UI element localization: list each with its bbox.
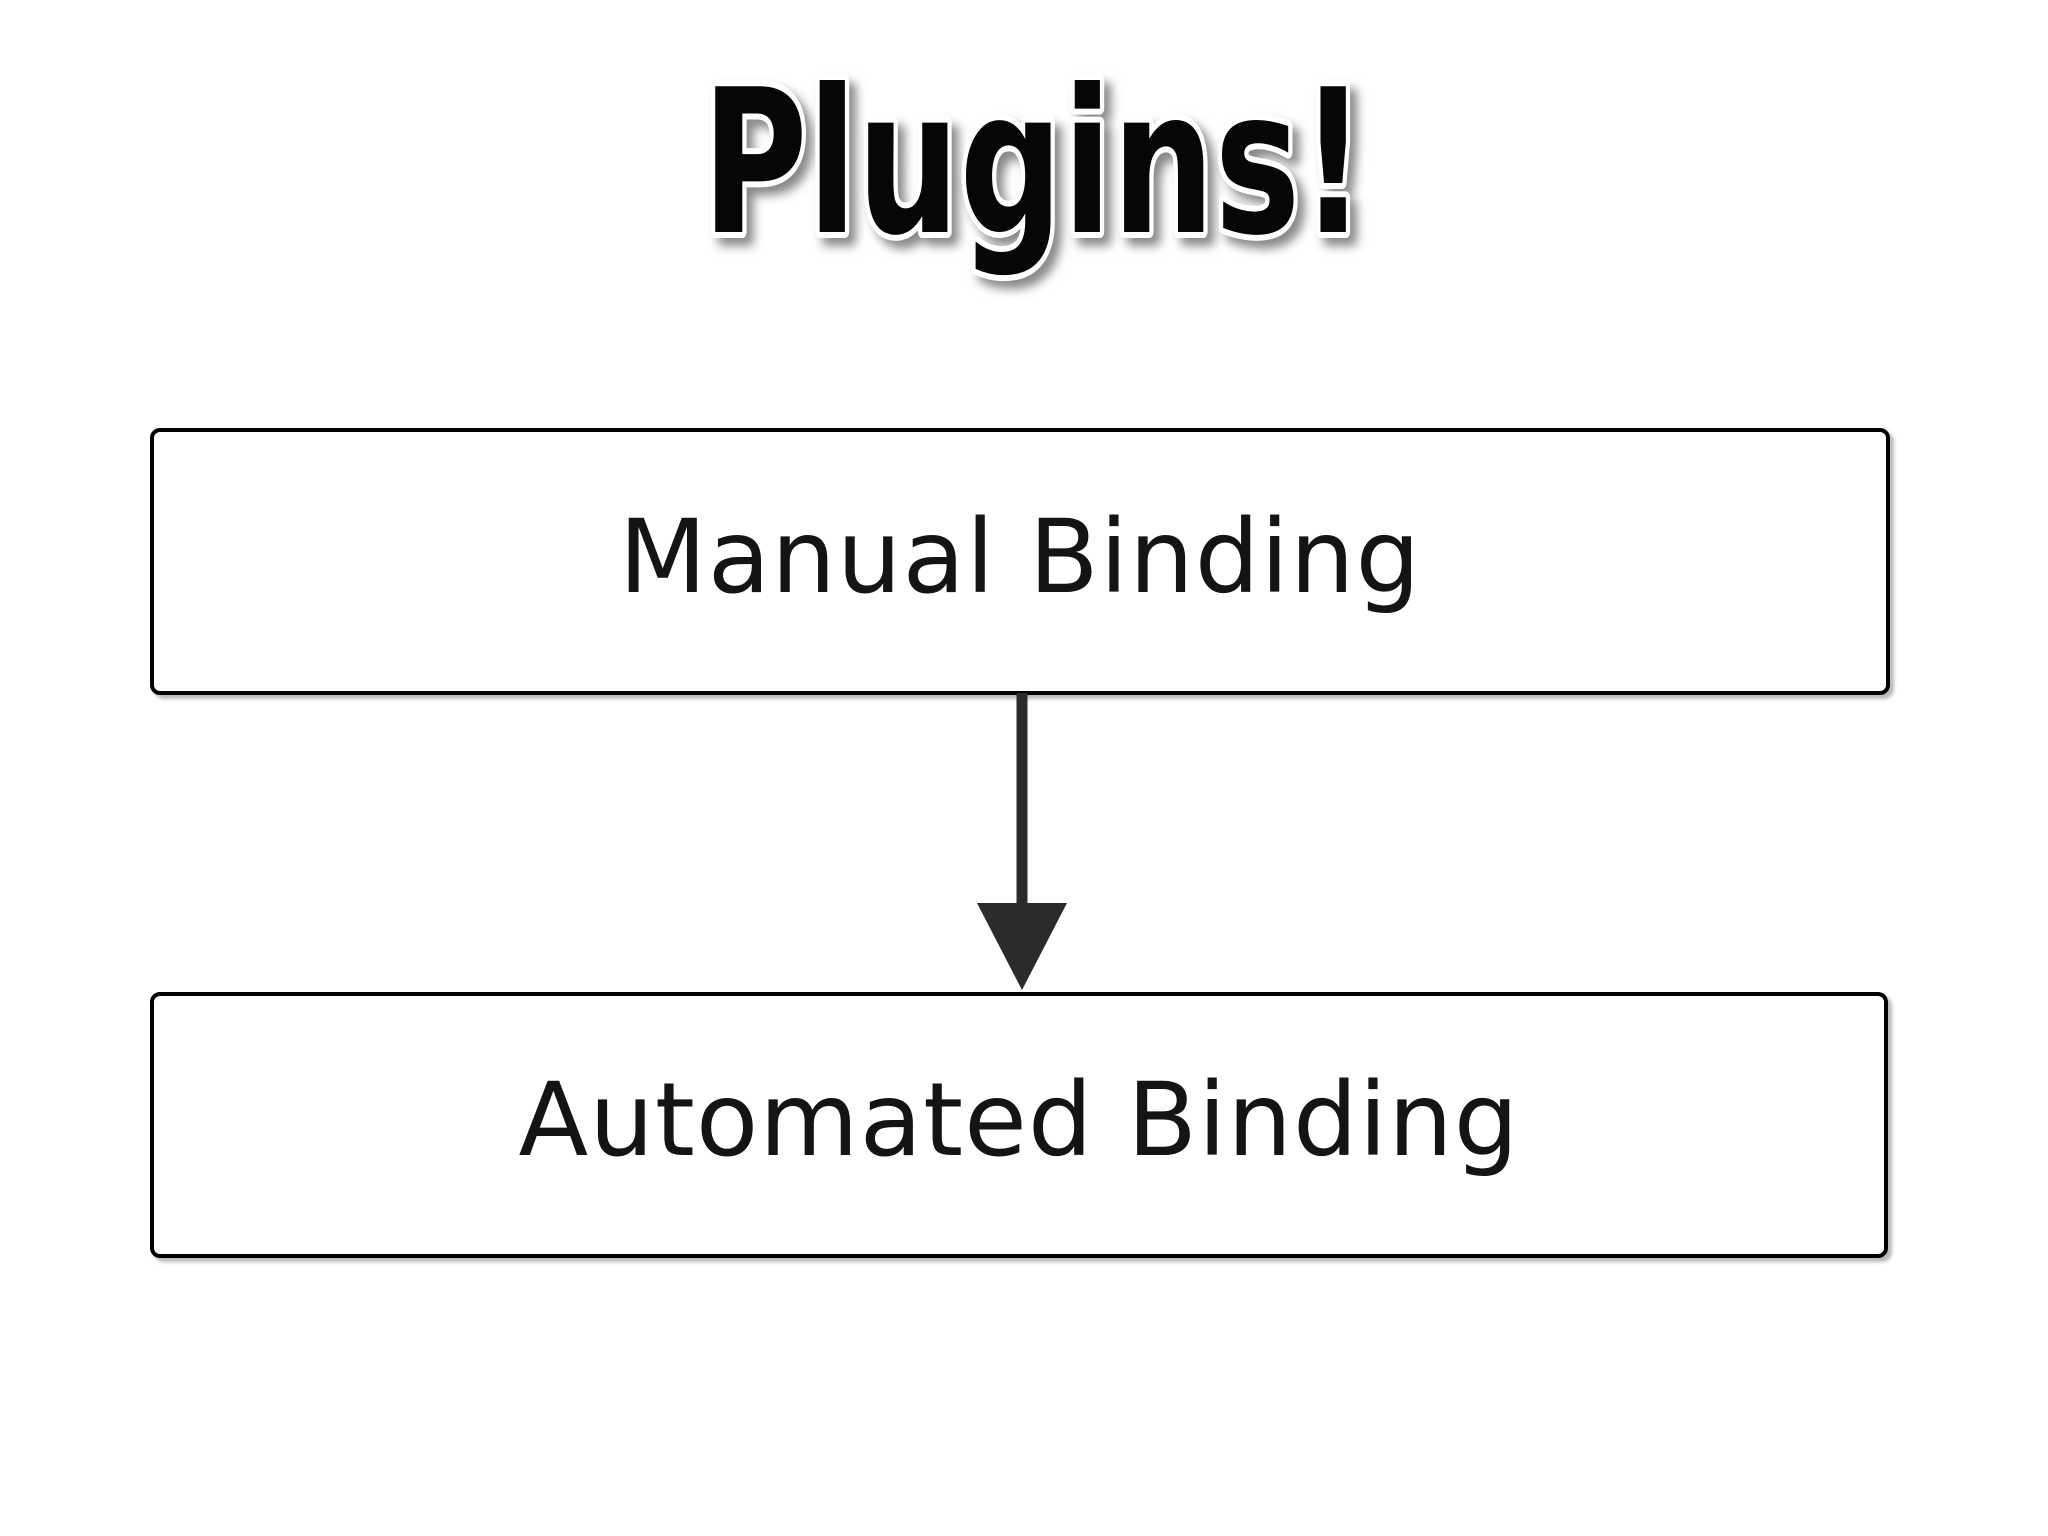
node-automated-binding-label: Automated Binding: [518, 1061, 1520, 1180]
node-manual-binding-label: Manual Binding: [618, 497, 1422, 617]
down-arrow-icon: [977, 693, 1067, 990]
arrow-head: [977, 903, 1067, 990]
page-title: Plugins!: [702, 47, 1366, 280]
node-manual-binding: Manual Binding: [150, 428, 1890, 695]
node-automated-binding: Automated Binding: [150, 992, 1888, 1258]
slide-title-graphic: Plugins!: [696, 41, 1372, 286]
